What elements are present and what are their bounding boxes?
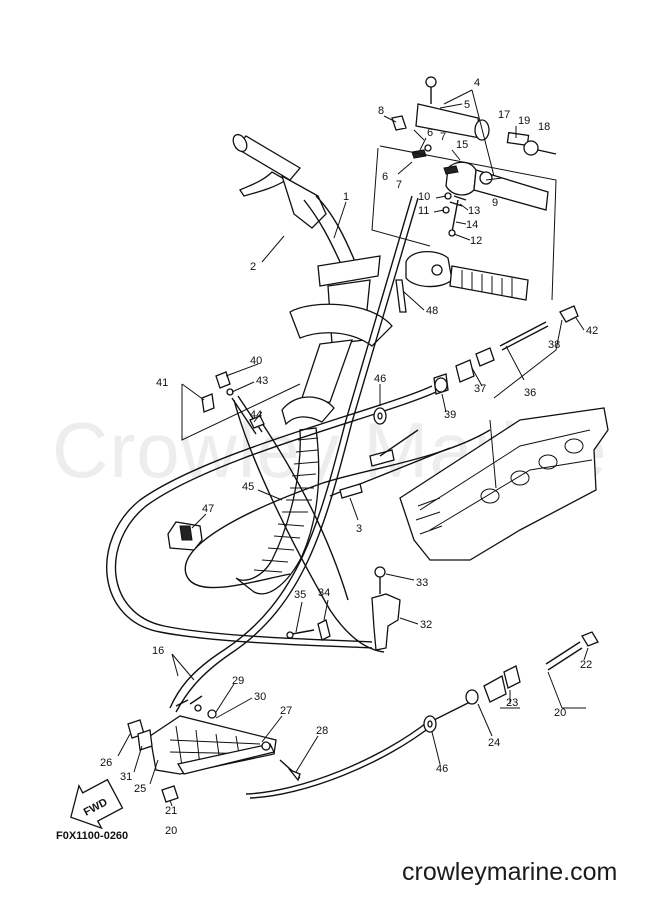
cable-ends-left	[201, 371, 265, 435]
callout-48: 48	[426, 305, 438, 317]
callout-26: 26	[100, 757, 112, 769]
callout-18: 18	[538, 121, 550, 133]
right-grip-lower	[395, 251, 529, 313]
callout-13: 13	[468, 205, 480, 217]
clip-34-35	[286, 619, 331, 641]
callout-1: 1	[343, 191, 349, 203]
callout-40: 40	[250, 355, 262, 367]
callout-36: 36	[524, 387, 536, 399]
callout-24: 24	[488, 737, 500, 749]
callout-43: 43	[256, 375, 268, 387]
callout-16: 16	[152, 645, 164, 657]
callout-46b: 46	[436, 763, 448, 775]
callout-34: 34	[318, 587, 330, 599]
callout-21: 21	[165, 805, 177, 817]
callout-33: 33	[416, 577, 428, 589]
diagram-code: F0X1100-0260	[56, 830, 129, 842]
callout-7b: 7	[396, 179, 402, 191]
callout-38: 38	[548, 339, 560, 351]
bracket-32	[371, 566, 401, 651]
leader-lines	[117, 89, 589, 807]
callout-11: 11	[418, 205, 429, 217]
cable-end-right	[483, 631, 599, 703]
callout-42: 42	[586, 325, 598, 337]
callout-32: 32	[420, 619, 432, 631]
callout-5: 5	[464, 99, 470, 111]
callout-7a: 7	[440, 131, 446, 143]
small-hardware	[411, 144, 467, 237]
callout-12: 12	[470, 235, 482, 247]
group-outline	[371, 145, 557, 301]
grommets	[373, 377, 479, 733]
pin-28	[279, 759, 301, 782]
callout-15: 15	[456, 139, 468, 151]
callout-9: 9	[492, 197, 498, 209]
callout-6b: 6	[382, 171, 388, 183]
callout-35: 35	[294, 589, 306, 601]
callouts: 1 2 3 4 5 6 7 8 9 10 11 12 13 14 15 16 1…	[100, 77, 598, 837]
callout-28: 28	[316, 725, 328, 737]
callout-29: 29	[232, 675, 244, 687]
callout-45: 45	[242, 481, 254, 493]
steering-column	[281, 255, 393, 426]
callout-46a: 46	[374, 373, 386, 385]
engine-block	[399, 407, 609, 561]
callout-22: 22	[580, 659, 592, 671]
callout-10: 10	[418, 191, 430, 203]
callout-27: 27	[280, 705, 292, 717]
callout-39: 39	[444, 409, 456, 421]
callout-44: 44	[250, 409, 262, 421]
callout-20b: 20	[165, 825, 177, 837]
fwd-arrow: FWD	[70, 778, 124, 830]
callout-20a: 20	[554, 707, 566, 719]
callout-2: 2	[250, 261, 256, 273]
callout-4: 4	[474, 77, 480, 89]
cable-routing	[106, 195, 491, 799]
callout-23: 23	[506, 697, 518, 709]
callout-19: 19	[518, 115, 530, 127]
callout-6a: 6	[427, 127, 433, 139]
callout-30: 30	[254, 691, 266, 703]
clamp	[167, 521, 203, 551]
site-url[interactable]: crowleymarine.com	[402, 858, 618, 886]
callout-37: 37	[474, 383, 486, 395]
callout-3: 3	[356, 523, 362, 535]
left-grip	[232, 133, 327, 229]
callout-41: 41	[156, 377, 168, 389]
callout-25: 25	[134, 783, 146, 795]
callout-14: 14	[466, 219, 478, 231]
callout-47: 47	[202, 503, 214, 515]
callout-17: 17	[498, 109, 510, 121]
callout-8: 8	[378, 105, 384, 117]
callout-31: 31	[120, 771, 132, 783]
lower-linkage	[127, 695, 277, 803]
handlebar-tube	[303, 195, 357, 265]
